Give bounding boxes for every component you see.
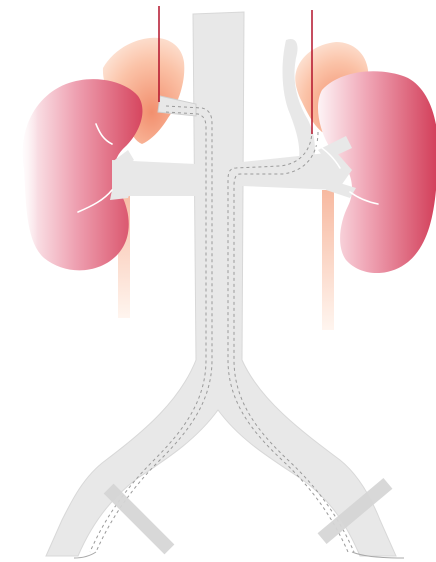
clamp-left <box>104 484 175 555</box>
ureter-right <box>322 190 334 330</box>
guidewire-tails <box>74 552 404 558</box>
